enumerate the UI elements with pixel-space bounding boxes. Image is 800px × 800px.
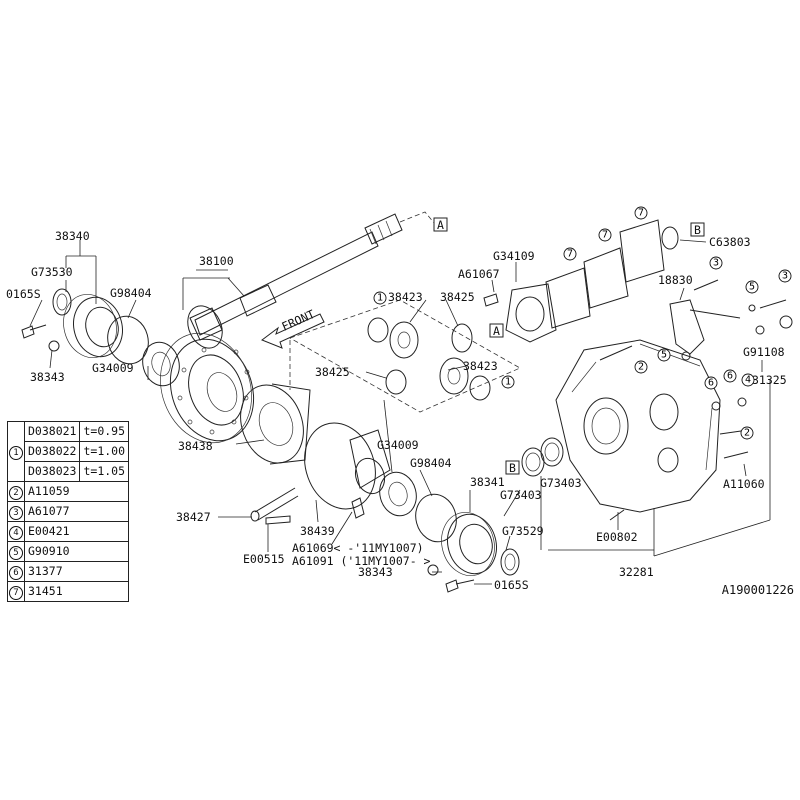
label-a61091: A61091 ('11MY1007- >: [292, 554, 431, 568]
differential-carrier-housing: [555, 339, 721, 513]
svg-text:3: 3: [782, 271, 788, 282]
label-e00515: E00515: [243, 552, 285, 566]
legend-row: D038022 t=1.00: [8, 441, 130, 462]
label-38343-mid: 38343: [358, 565, 393, 579]
legend-part: G90910: [23, 541, 130, 562]
box-b-mid: B: [509, 461, 516, 475]
label-g73530: G73530: [31, 265, 73, 279]
legend-number: 4: [9, 525, 23, 540]
legend-spec: t=0.95: [79, 421, 130, 442]
legend-row: 2 A11059: [7, 481, 130, 502]
label-31325: 31325: [752, 373, 787, 387]
label-38343-left: 38343: [30, 370, 65, 384]
oil-seals: [521, 437, 564, 477]
legend-row: 7 31451: [7, 581, 130, 602]
legend-number: 2: [9, 485, 23, 500]
label-a61067: A61067: [458, 267, 500, 281]
legend-row: 5 G90910: [7, 541, 130, 562]
label-38423-b: 38423: [463, 359, 498, 373]
legend-row: 1 D038021 t=0.95: [7, 421, 130, 482]
pinion-gear-set: [289, 299, 521, 413]
legend-row: 4 E00421: [7, 521, 130, 542]
front-label: FRONT: [280, 307, 317, 334]
bracket-and-bolts: [599, 279, 793, 521]
label-0165s-bot: 0165S: [494, 578, 529, 592]
legend-row: 3 A61077: [7, 501, 130, 522]
rear-cover-and-gaskets: [483, 219, 679, 343]
label-g73403-a: G73403: [500, 488, 542, 502]
svg-text:7: 7: [602, 230, 608, 241]
right-side-retainer: [379, 471, 520, 593]
legend-part: 31377: [23, 561, 130, 582]
svg-text:7: 7: [638, 208, 644, 219]
svg-text:7: 7: [567, 249, 573, 260]
label-g98404-mid: G98404: [410, 456, 452, 470]
label-32281: 32281: [619, 565, 654, 579]
label-38100: 38100: [199, 254, 234, 268]
legend-part: D038023: [23, 461, 81, 482]
label-38425-a: 38425: [440, 290, 475, 304]
legend-number: 1: [9, 445, 23, 460]
ring-gear: [160, 332, 255, 444]
legend-row: D038023 t=1.05: [8, 461, 130, 482]
parts-legend-table: 1 D038021 t=0.95 D038022 t=1.00 D038023 …: [7, 421, 130, 602]
legend-spec: t=1.00: [79, 441, 130, 462]
legend-spec: t=1.05: [79, 461, 130, 482]
callout-circles: 1 1 7 7 7 3 3 5 5 2 4 6 6 2: [373, 206, 792, 440]
label-e00802: E00802: [596, 530, 638, 544]
legend-number: 6: [9, 565, 23, 580]
front-arrow: FRONT: [260, 307, 325, 349]
label-0165s-top: 0165S: [6, 287, 41, 301]
svg-text:3: 3: [713, 258, 719, 269]
figure-id: A190001226: [721, 583, 794, 597]
svg-text:1: 1: [377, 293, 383, 304]
label-38425-b: 38425: [315, 365, 350, 379]
label-38423-a: 38423: [388, 290, 423, 304]
box-b-top: B: [694, 223, 701, 237]
label-g34009-mid: G34009: [377, 438, 419, 452]
label-38340: 38340: [55, 229, 90, 243]
legend-row: 6 31377: [7, 561, 130, 582]
legend-part: A11059: [23, 481, 130, 502]
svg-text:6: 6: [727, 371, 733, 382]
label-g91108: G91108: [743, 345, 785, 359]
label-g73403-b: G73403: [540, 476, 582, 490]
label-g34009-left: G34009: [92, 361, 134, 375]
legend-part: D038021: [23, 421, 81, 442]
legend-number: 5: [9, 545, 23, 560]
svg-text:5: 5: [661, 350, 667, 361]
svg-text:2: 2: [638, 362, 644, 373]
legend-number: 3: [9, 505, 23, 520]
label-38439: 38439: [300, 524, 335, 538]
differential-case: [240, 383, 391, 525]
legend-part: A61077: [23, 501, 130, 522]
label-g98404-left: G98404: [110, 286, 152, 300]
label-38438: 38438: [178, 439, 213, 453]
label-a61069: A61069< -'11MY1007): [292, 541, 424, 555]
svg-text:4: 4: [745, 375, 751, 386]
legend-part: 31451: [23, 581, 130, 602]
label-c63803: C63803: [709, 235, 751, 249]
label-g34109: G34109: [493, 249, 535, 263]
leader-lines: [29, 239, 771, 585]
label-38427: 38427: [176, 510, 211, 524]
legend-part: D038022: [23, 441, 81, 462]
part-labels: 38340 G73530 0165S G98404 38343 G34009 3…: [6, 229, 787, 592]
svg-text:2: 2: [744, 428, 750, 439]
box-a-mid: A: [493, 324, 500, 338]
box-a-top: A: [437, 218, 444, 232]
left-side-retainer: [21, 288, 180, 387]
drive-shaft: [187, 211, 436, 349]
svg-text:6: 6: [708, 378, 714, 389]
reference-boxes: A A B B: [433, 217, 705, 475]
svg-text:5: 5: [749, 282, 755, 293]
label-g73529: G73529: [502, 524, 544, 538]
svg-text:1: 1: [505, 377, 511, 388]
label-38341: 38341: [470, 475, 505, 489]
legend-part: E00421: [23, 521, 130, 542]
label-a11060: A11060: [723, 477, 765, 491]
label-18830: 18830: [658, 273, 693, 287]
legend-number: 7: [9, 585, 23, 600]
